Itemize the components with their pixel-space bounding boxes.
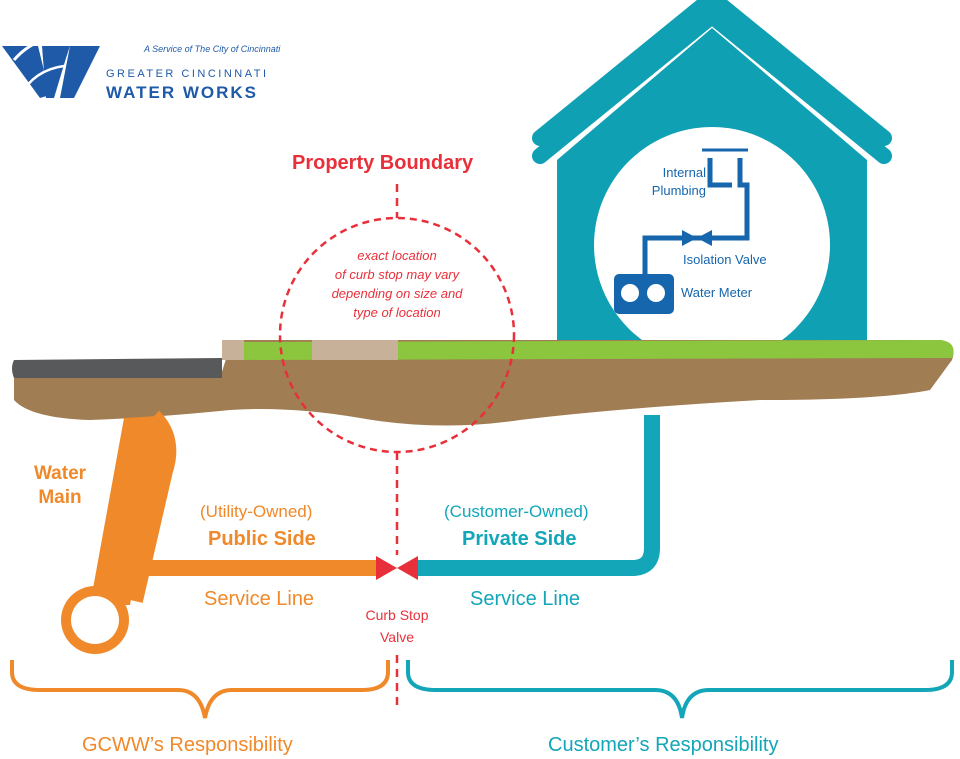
service-line-right-label: Service Line: [470, 588, 581, 610]
internal-plumbing-pipes: [642, 148, 750, 285]
water-main-pipe: [61, 410, 177, 654]
curb-note-line: depending on size and: [331, 286, 463, 301]
curb-stop-label: Curb Stop Valve: [346, 604, 448, 648]
water-meter-label: Water Meter: [681, 285, 753, 300]
customer-responsibility-label: Customer’s Responsibility: [548, 734, 779, 756]
private-side-label: Private Side: [462, 528, 577, 550]
service-line-left-label: Service Line: [204, 588, 315, 610]
water-meter-icon: [614, 274, 674, 314]
brand-tagline: A Service of The City of Cincinnati: [144, 44, 281, 54]
gcww-brace: [10, 660, 390, 719]
customer-owned-label: (Customer-Owned): [444, 502, 589, 521]
curb-stop-valve-icon: [376, 556, 418, 580]
water-main-line: Main: [38, 487, 82, 508]
internal-plumbing-line: Internal: [662, 165, 706, 180]
curb-note-line: of curb stop may vary: [334, 267, 460, 282]
brand-name-line1: GREATER CINCINNATI: [106, 68, 269, 80]
internal-plumbing-line: Plumbing: [651, 183, 706, 198]
curb-stop-line: Valve: [380, 629, 414, 645]
isolation-valve-icon: [682, 230, 712, 246]
curb-stop-line: Curb Stop: [365, 607, 429, 623]
gcww-logo-icon: [2, 33, 100, 98]
isolation-valve-label: Isolation Valve: [683, 252, 767, 267]
ground: [12, 340, 954, 426]
customer-brace: [406, 660, 954, 719]
public-side-label: Public Side: [208, 528, 316, 550]
curb-location-note: exact location of curb stop may vary dep…: [297, 246, 497, 322]
customer-service-line: [412, 415, 660, 576]
utility-owned-label: (Utility-Owned): [200, 502, 313, 521]
internal-plumbing-label: Internal Plumbing: [636, 164, 706, 200]
gcww-responsibility-label: GCWW’s Responsibility: [82, 734, 293, 756]
water-main-line: Water: [33, 463, 87, 484]
curb-location-circle: [278, 216, 516, 454]
property-boundary-label: Property Boundary: [292, 152, 474, 174]
water-main-label: Water Main: [28, 462, 92, 510]
curb-note-line: type of location: [353, 305, 441, 320]
curb-note-line: exact location: [357, 248, 437, 263]
brand-name-line2: WATER WORKS: [106, 83, 259, 102]
